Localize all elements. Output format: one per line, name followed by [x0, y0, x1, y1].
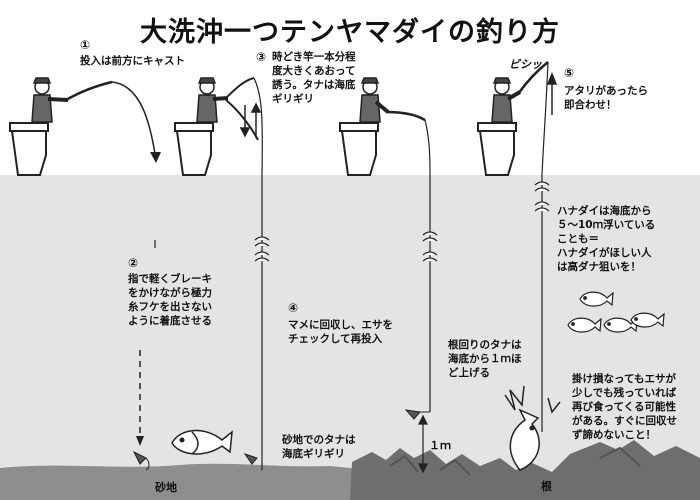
- label-sand: 砂地: [155, 481, 177, 494]
- angler-2: [196, 77, 229, 123]
- jigging-arrows: [239, 102, 262, 138]
- step-5-text: アタリがあったら 即合わせ！: [564, 85, 648, 111]
- rod-3: [385, 110, 426, 122]
- note-reef-tana: 根回りのタナは 海底から１ｍほ ど上げる: [448, 339, 522, 379]
- step-5-number: ⑤: [564, 66, 575, 80]
- note-hanadai: ハナダイは海底から ５～10ｍ浮いている ことも＝ ハナダイがほしい人 は高ダナ…: [557, 205, 656, 273]
- label-strike-sound: ビシッ: [509, 58, 542, 71]
- angler-4: [491, 77, 522, 123]
- boat-deck-2: [174, 122, 214, 176]
- page-title: 大洗沖一つテンヤマダイの釣り方: [140, 17, 560, 48]
- label-reef: 根: [541, 480, 552, 493]
- note-sand-tana: 砂地でのタナは 海底ギリギリ: [282, 434, 356, 460]
- step-1-text: 投入は前方にキャスト: [80, 55, 185, 67]
- step-2-number: ②: [128, 256, 139, 270]
- tenya-rig-reef: [404, 409, 430, 420]
- label-one-meter: １ｍ: [429, 439, 451, 452]
- cast-trajectory-arrow: [111, 81, 157, 161]
- step-1-number: ①: [80, 38, 91, 52]
- impact-burst: [504, 385, 561, 414]
- rod-4: [516, 61, 549, 95]
- red-seabream-sand: [171, 429, 233, 455]
- one-meter-marker: [418, 414, 428, 474]
- step-2-text: 指で軽くブレーキ をかけながら極力 糸フケを出さない ように着底させる: [128, 273, 212, 327]
- tenya-rig-step4: [243, 453, 258, 465]
- sandy-bottom: [0, 463, 370, 500]
- rod-2a: [225, 77, 255, 99]
- rod-1: [65, 80, 113, 102]
- tenya-rig-sand: [132, 450, 150, 471]
- step-4-text: マメに回収し、エサを チェックして再投入: [288, 319, 393, 345]
- sea-area: [0, 175, 700, 500]
- red-seabream-hooked: [509, 408, 540, 471]
- hanadai-school: [567, 291, 665, 333]
- hookset-arrow: [546, 71, 558, 115]
- angler-1: [31, 77, 69, 123]
- angler-3: [359, 77, 390, 123]
- rod-2b: [225, 99, 259, 141]
- step-4-number: ④: [288, 301, 299, 315]
- boat-deck-1: [9, 122, 49, 176]
- step-3-text: 時どき竿一本分程 度大きくあおって 誘う。タナは海底 ギリギリ: [272, 51, 356, 105]
- reef-rocks: [350, 440, 700, 500]
- note-snag: 掛け損なってもエサが 少しでも残っていれば 再び食ってくる可能性 がある。すぐに…: [572, 373, 677, 441]
- step-3-number: ③: [256, 50, 267, 64]
- boat-deck-3: [339, 122, 379, 176]
- boat-deck-4: [477, 122, 517, 176]
